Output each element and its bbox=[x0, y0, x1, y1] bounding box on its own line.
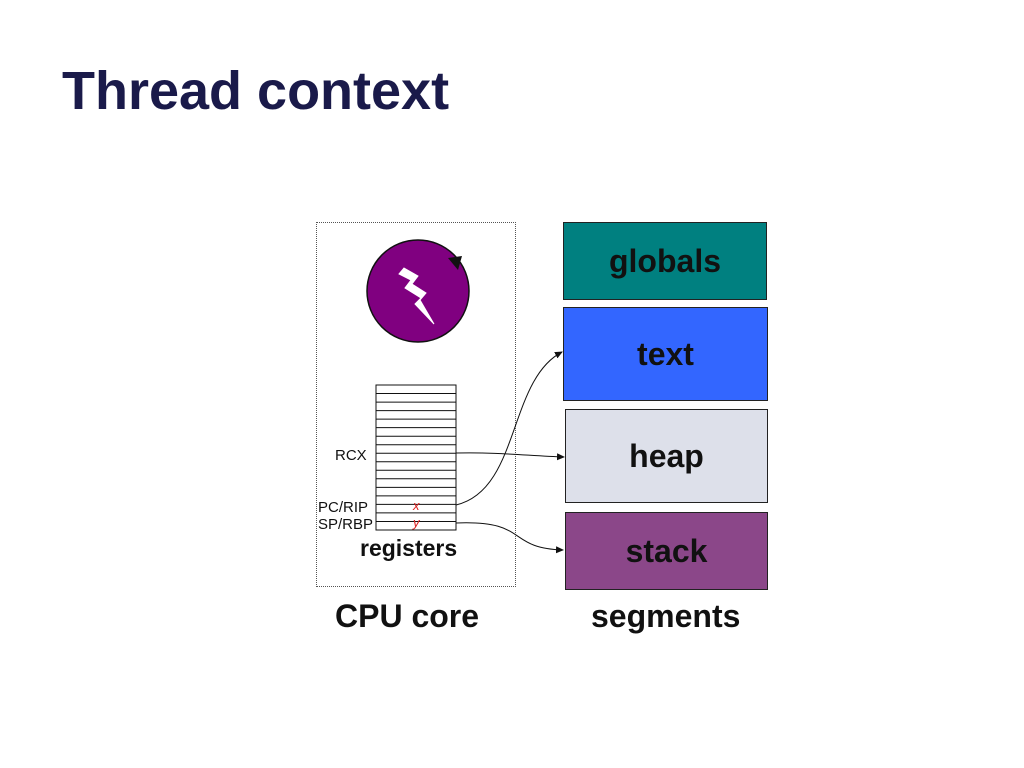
segment-text: text bbox=[563, 307, 768, 401]
segments-caption: segments bbox=[591, 598, 741, 634]
register-label-rcx: RCX bbox=[335, 447, 367, 464]
register-label-sp-rbp: SP/RBP bbox=[318, 516, 374, 533]
segment-globals: globals bbox=[563, 222, 767, 300]
segment-heap: heap bbox=[565, 409, 768, 503]
registers-caption: registers bbox=[360, 535, 458, 561]
slide-title: Thread context bbox=[62, 61, 450, 121]
register-label-pc-rip: PC/RIP bbox=[318, 499, 369, 516]
cpu-core-caption: CPU core bbox=[335, 598, 480, 634]
segment-stack: stack bbox=[565, 512, 768, 590]
